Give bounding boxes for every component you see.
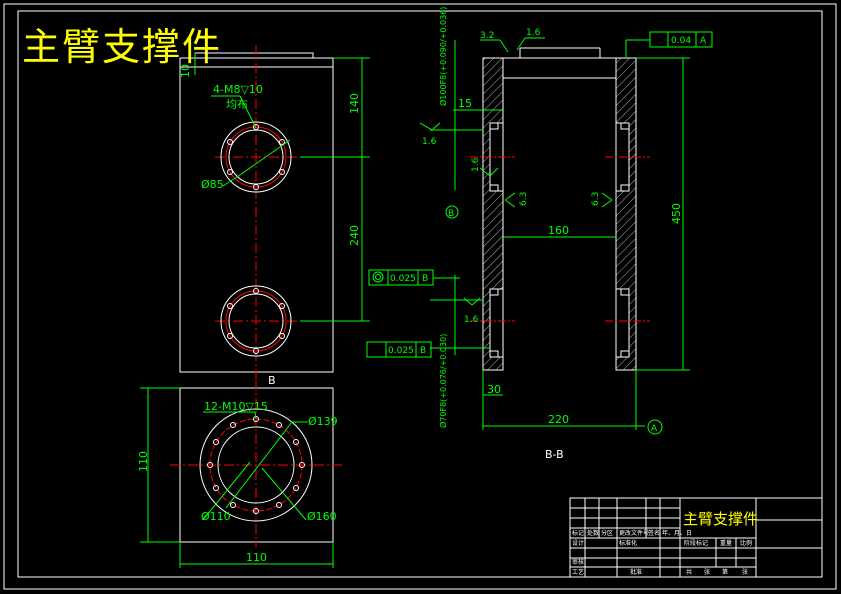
- datum-b-label: B: [448, 209, 454, 219]
- dim-section-220: 220: [548, 413, 569, 426]
- tol-low-datum: B: [420, 346, 426, 356]
- tb-cell: 分区: [601, 529, 613, 537]
- tol-low-value: 0.025: [388, 346, 414, 356]
- hole-callout-m10: 12-M10▽15: [204, 400, 268, 413]
- dim-section-160: 160: [548, 224, 569, 237]
- tb-cell: 设计: [572, 539, 584, 547]
- tol-mid-datum: B: [422, 274, 428, 284]
- lower-bore: [220, 285, 292, 357]
- tb-cell: 更改文件号: [619, 529, 649, 537]
- dim-bottom-139: Ø139: [308, 415, 338, 428]
- title-block: [569, 497, 823, 578]
- sheet-inner-border: [17, 10, 823, 578]
- dim-bottom-height: 110: [137, 451, 150, 472]
- hole-callout-uniform: 均布: [226, 98, 248, 111]
- tb-cell: 工艺: [572, 568, 584, 576]
- dim-section-15: 15: [458, 97, 472, 110]
- tb-cell: 签名: [648, 529, 660, 537]
- title-block-cells: 标记 处数 分区 更改文件号 签名 年、月、日 设计 标准化 阶段标记 重量 比…: [572, 529, 752, 576]
- tol-top-datum: A: [700, 36, 707, 46]
- dim-section-30: 30: [487, 383, 501, 396]
- upper-bore: [220, 121, 292, 193]
- dim-bottom-width: 110: [246, 551, 267, 564]
- bottom-view: 12-M10▽15 Ø139 Ø110 Ø160 110 110: [137, 380, 345, 568]
- dim-front-240: 240: [348, 225, 361, 246]
- tb-cell: 比例: [740, 539, 752, 547]
- roughness-1-6-mid: 1.6: [471, 157, 481, 172]
- tb-cell: 第: [722, 568, 728, 576]
- dim-bore-85: Ø85: [201, 178, 224, 191]
- section-view: 0.04 A 0.025 B 0.025 B B A 3.2 1.6 1.6 1…: [366, 7, 713, 461]
- fit-upper-bore: Ø100F8(+0.090/+0.036): [438, 7, 448, 106]
- tb-cell: 重量: [720, 539, 732, 547]
- roughness-6-3-right: 6.3: [591, 192, 601, 206]
- front-view: 10 140 240 4-M8▽10 均布 Ø85 B: [179, 45, 370, 387]
- roughness-1-6-top: 1.6: [526, 28, 541, 38]
- tb-cell: 阶段标记: [684, 539, 708, 547]
- fit-lower-bore: Ø70F8(+0.076/+0.030): [438, 334, 448, 428]
- section-label: B-B: [545, 448, 564, 461]
- title-block-part-name: 主臂支撑件: [683, 510, 758, 528]
- tb-cell: 标记: [572, 529, 584, 537]
- dim-front-10: 10: [179, 64, 192, 78]
- dim-section-450: 450: [670, 203, 683, 224]
- tb-cell: 张: [742, 568, 748, 576]
- drawing-title: 主臂支撑件: [22, 25, 223, 69]
- tb-cell: 张: [704, 568, 710, 576]
- hole-callout-m8: 4-M8▽10: [213, 83, 263, 96]
- tb-cell: 处数: [587, 529, 599, 537]
- roughness-1-6-left: 1.6: [422, 137, 437, 147]
- tb-cell: 共: [686, 568, 692, 576]
- tol-mid-value: 0.025: [390, 274, 416, 284]
- datum-a-label: A: [651, 424, 658, 434]
- roughness-1-6-low: 1.6: [464, 315, 479, 325]
- tb-cell: 年、月、日: [662, 529, 692, 537]
- tb-cell: 批准: [630, 568, 642, 576]
- roughness-3-2: 3.2: [480, 31, 494, 41]
- tb-cell: 审核: [572, 558, 584, 566]
- tb-cell: 标准化: [619, 539, 637, 547]
- section-marker-b: B: [268, 374, 276, 387]
- dim-bottom-160: Ø160: [307, 510, 337, 523]
- dim-bottom-110-dia: Ø110: [201, 510, 231, 523]
- sheet-outer-border: [3, 3, 837, 590]
- tol-top-value: 0.04: [671, 36, 691, 46]
- dim-front-140: 140: [348, 93, 361, 114]
- roughness-6-3-left: 6.3: [519, 192, 529, 206]
